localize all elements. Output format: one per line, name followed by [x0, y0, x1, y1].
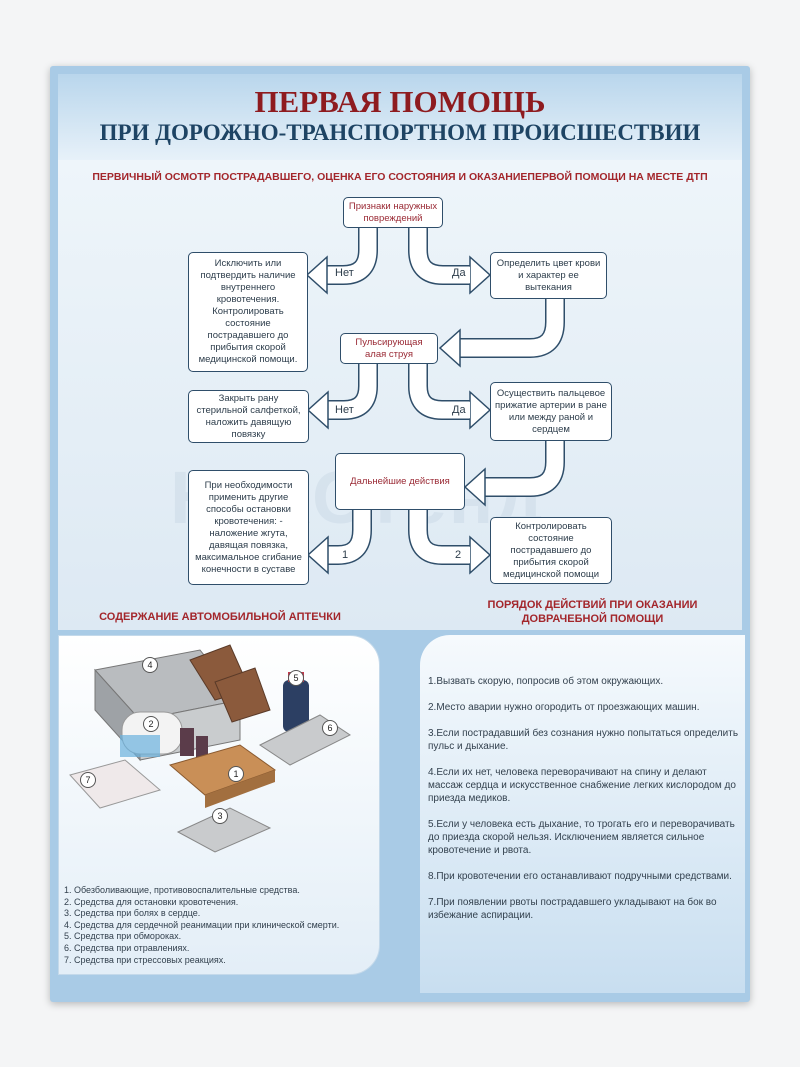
- procedure-steps: 1.Вызвать скорую, попросив об этом окруж…: [428, 675, 740, 935]
- arrow-label-no: Нет: [335, 404, 354, 416]
- arrow-label-yes: Да: [452, 267, 466, 279]
- procedure-step: 7.При появлении рвоты пострадавшего укла…: [428, 897, 717, 921]
- flow-arrow: [305, 224, 378, 295]
- procedure-step: 5.Если у человека есть дыхание, то трога…: [428, 819, 735, 856]
- kit-item-marker: 6: [322, 720, 338, 736]
- kit-item-marker: 3: [212, 808, 228, 824]
- flow-box-1-yes: Определить цвет крови и характер ее выте…: [490, 252, 607, 299]
- procedure-heading-line2: ДОВРАЧЕБНОЙ ПОМОЩИ: [521, 613, 664, 625]
- flow-arrow: [306, 507, 372, 575]
- procedure-step: 3.Если пострадавший без сознания нужно п…: [428, 728, 739, 752]
- header-band: [58, 74, 742, 160]
- kit-item-marker: 7: [80, 772, 96, 788]
- kit-list-item: 1. Обезболивающие, противовоспалительные…: [64, 885, 300, 895]
- flow-box-3-option-2: Контролировать состояние пострадавшего д…: [490, 517, 612, 584]
- flow-question-2: Пульсирующая алая струя: [340, 333, 438, 364]
- flowchart-area: [58, 160, 742, 630]
- kit-list-item: 4. Средства для сердечной реанимации при…: [64, 919, 340, 930]
- flow-arrow: [408, 361, 492, 430]
- section-heading: ПЕРВИЧНЫЙ ОСМОТР ПОСТРАДАВШЕГО, ОЦЕНКА Е…: [92, 171, 708, 183]
- kit-list-item: 2. Средства для остановки кровотечения.: [64, 896, 239, 907]
- flow-box-3-option-1: При необходимости применить другие спосо…: [188, 470, 309, 585]
- procedure-step: 1.Вызвать скорую, попросив об этом окруж…: [428, 676, 664, 687]
- kit-item-marker: 4: [142, 657, 158, 673]
- flow-question-1: Признаки наружных повреждений: [343, 197, 443, 228]
- arrow-label-no: Нет: [335, 267, 354, 279]
- procedure-step: 4.Если их нет, человека переворачивают н…: [428, 767, 736, 804]
- flow-box-1-no: Исключить или подтвердить наличие внутре…: [188, 252, 308, 372]
- flow-box-2-yes: Осуществить пальцевое прижатие артерии в…: [490, 382, 612, 441]
- arrow-label-yes: Да: [452, 404, 466, 416]
- flow-question-3: Дальнейшие действия: [335, 453, 465, 510]
- kit-item-marker: 2: [143, 716, 159, 732]
- flow-arrow: [306, 361, 378, 430]
- arrow-label-2: 2: [455, 549, 462, 561]
- kit-list-item: 7. Средства при стрессовых реакциях.: [64, 954, 226, 965]
- kit-heading: СОДЕРЖАНИЕ АВТОМОБИЛЬНОЙ АПТЕЧКИ: [99, 611, 341, 623]
- page-subtitle: ПРИ ДОРОЖНО-ТРАНСПОРТНОМ ПРОИСШЕСТВИИ: [99, 120, 701, 145]
- kit-contents-list: 1. Обезболивающие, противовоспалительные…: [64, 885, 374, 966]
- procedure-heading-line1: ПОРЯДОК ДЕЙСТВИЙ ПРИ ОКАЗАНИИ: [487, 599, 698, 611]
- flow-arrow: [438, 296, 565, 368]
- procedure-heading: ПОРЯДОК ДЕЙСТВИЙ ПРИ ОКАЗАНИИ ДОВРАЧЕБНОЙ…: [470, 598, 715, 626]
- page-title: ПЕРВАЯ ПОМОЩЬ: [254, 84, 546, 119]
- flow-arrow: [408, 224, 492, 295]
- flow-arrow: [408, 507, 492, 575]
- kit-list-item: 5. Средства при обмороках.: [64, 931, 182, 942]
- kit-item-marker: 1: [228, 766, 244, 782]
- kit-list-item: 3. Средства при болях в сердце.: [64, 908, 201, 919]
- flow-arrow: [463, 439, 565, 507]
- procedure-step: 2.Место аварии нужно огородить от проезж…: [428, 702, 700, 713]
- procedure-step: 8.При кровотечении его останавливают под…: [428, 871, 732, 882]
- kit-item-marker: 5: [288, 670, 304, 686]
- procedure-panel: [420, 635, 745, 993]
- arrow-label-1: 1: [342, 549, 349, 561]
- flow-box-2-no: Закрыть рану стерильной салфеткой, налож…: [188, 390, 309, 443]
- kit-list-item: 6. Средства при отравлениях.: [64, 942, 190, 953]
